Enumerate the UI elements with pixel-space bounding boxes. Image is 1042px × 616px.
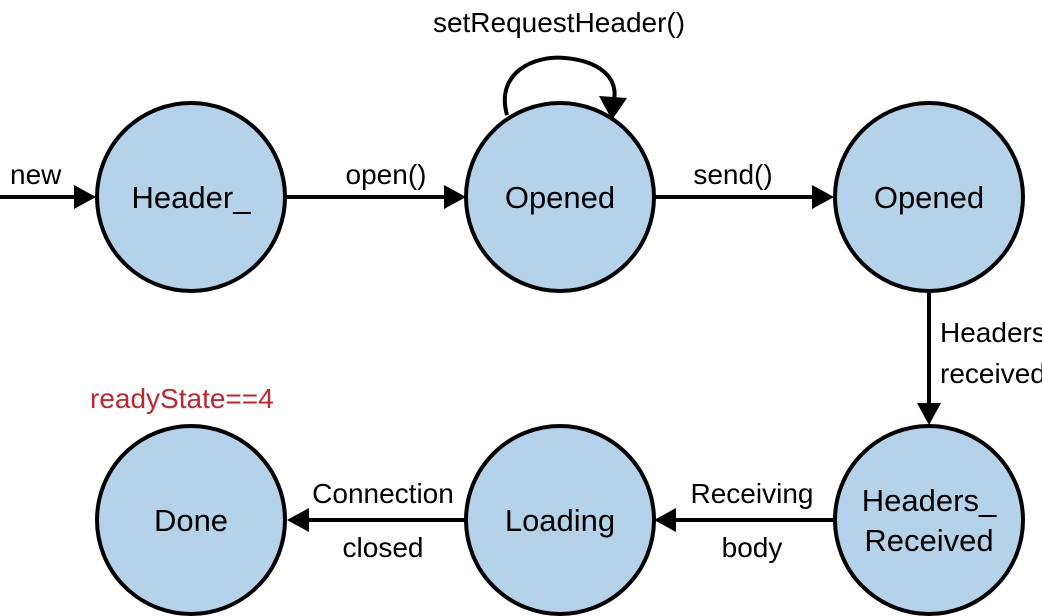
transition-send: send() <box>654 159 834 209</box>
state-opened-2-label: Opened <box>874 180 984 215</box>
state-headers-received-circle <box>833 424 1025 616</box>
transition-send-label: send() <box>693 159 772 190</box>
state-headers-received-label-line2: Received <box>864 523 993 558</box>
state-done: Done <box>95 424 287 616</box>
transition-receiving-body-label-line1: Receiving <box>691 478 814 509</box>
transition-headers-received: Headers received <box>917 291 1042 425</box>
transition-headers-received-label-line2: received <box>940 358 1042 389</box>
state-opened-1: Opened <box>464 101 656 293</box>
transition-new-arrowhead <box>74 185 96 209</box>
transition-connection-closed-label-line1: Connection <box>312 478 454 509</box>
transition-receiving-body: Receiving body <box>654 478 835 563</box>
transition-headers-received-label-line1: Headers <box>940 317 1042 348</box>
transition-receiving-body-label-line2: body <box>722 532 783 563</box>
state-loading-label: Loading <box>505 503 615 538</box>
ready-state-note: readyState==4 <box>90 383 274 414</box>
transition-connection-closed: Connection closed <box>287 478 465 563</box>
transition-set-request-header-label: setRequestHeader() <box>433 7 685 38</box>
transition-connection-closed-arrowhead <box>287 508 309 532</box>
transition-connection-closed-label-line2: closed <box>343 532 424 563</box>
state-header-label: Header_ <box>132 180 252 215</box>
state-loading: Loading <box>464 424 656 616</box>
transition-set-request-header-loop <box>502 55 617 116</box>
state-opened-2: Opened <box>833 101 1025 293</box>
state-loading-circle <box>464 424 656 616</box>
state-header-circle <box>95 101 287 293</box>
state-headers-received-label-line1: Headers_ <box>862 483 997 518</box>
transition-open: open() <box>285 159 466 209</box>
transition-open-label: open() <box>346 159 427 190</box>
state-opened-1-circle <box>464 101 656 293</box>
transition-send-arrowhead <box>812 185 834 209</box>
transition-set-request-header: setRequestHeader() <box>433 7 685 120</box>
state-done-label: Done <box>154 503 228 538</box>
state-done-circle <box>95 424 287 616</box>
transition-open-arrowhead <box>444 185 466 209</box>
transition-headers-received-arrowhead <box>917 403 941 425</box>
transition-new: new <box>0 159 96 209</box>
state-opened-2-circle <box>833 101 1025 293</box>
state-headers-received: Headers_ Received <box>833 424 1025 616</box>
transition-new-label: new <box>10 159 62 190</box>
state-header: Header_ <box>95 101 287 293</box>
state-opened-1-label: Opened <box>505 180 615 215</box>
transition-set-request-header-arrowhead <box>599 96 627 120</box>
transition-receiving-body-arrowhead <box>654 508 676 532</box>
